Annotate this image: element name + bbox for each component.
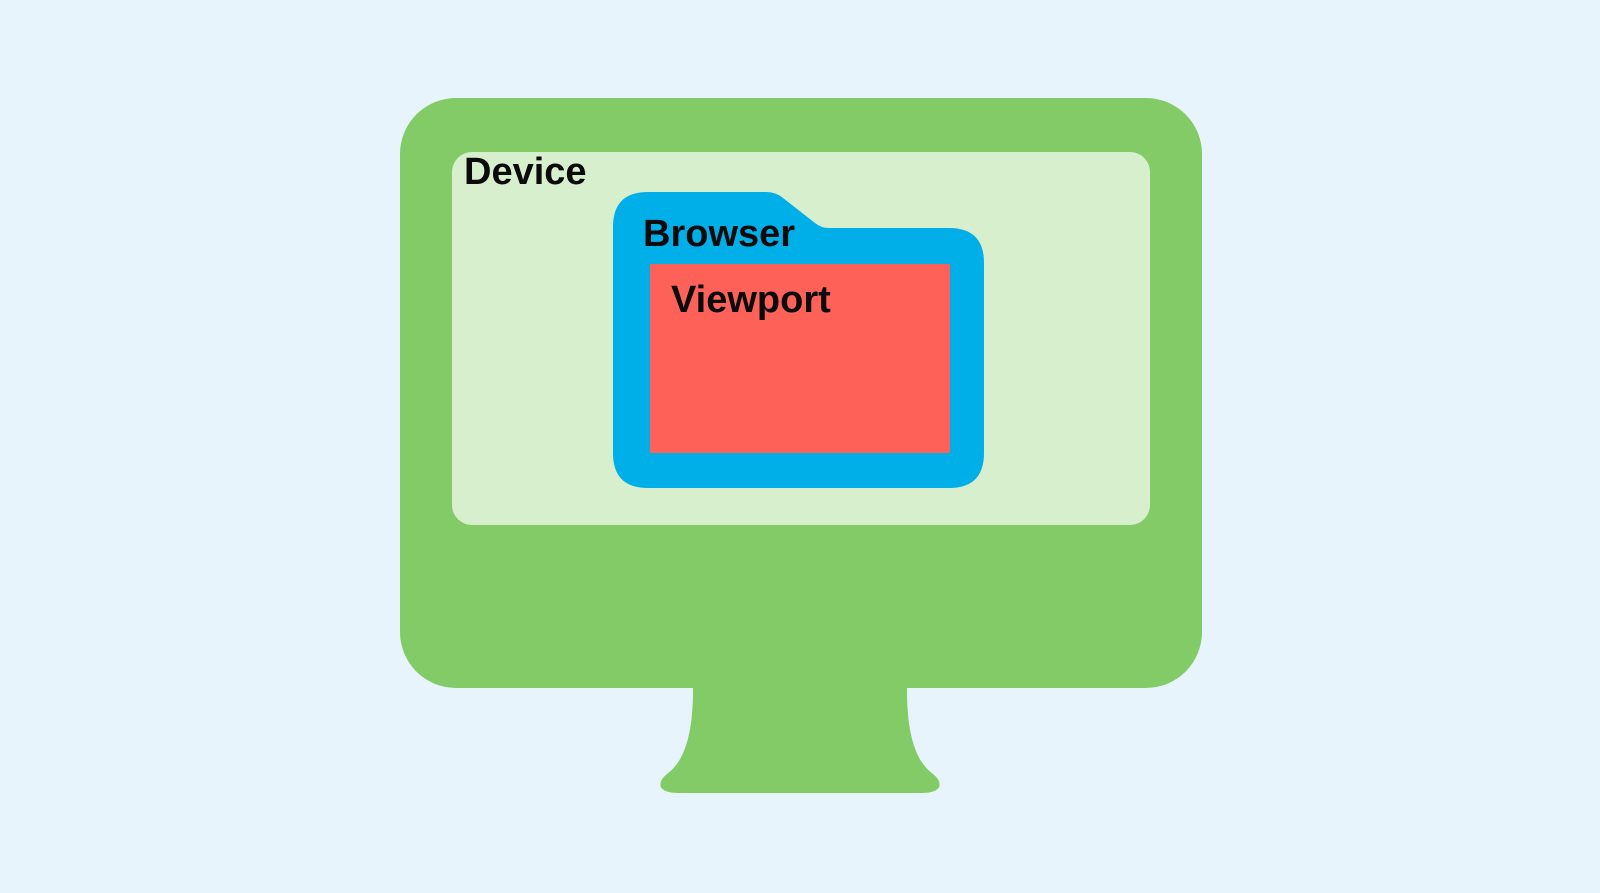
- viewport-shape: [650, 264, 950, 453]
- device-label: Device: [464, 151, 587, 193]
- monitor-stand-shape: [660, 660, 940, 793]
- viewport-label: Viewport: [671, 279, 831, 321]
- browser-label: Browser: [643, 213, 796, 255]
